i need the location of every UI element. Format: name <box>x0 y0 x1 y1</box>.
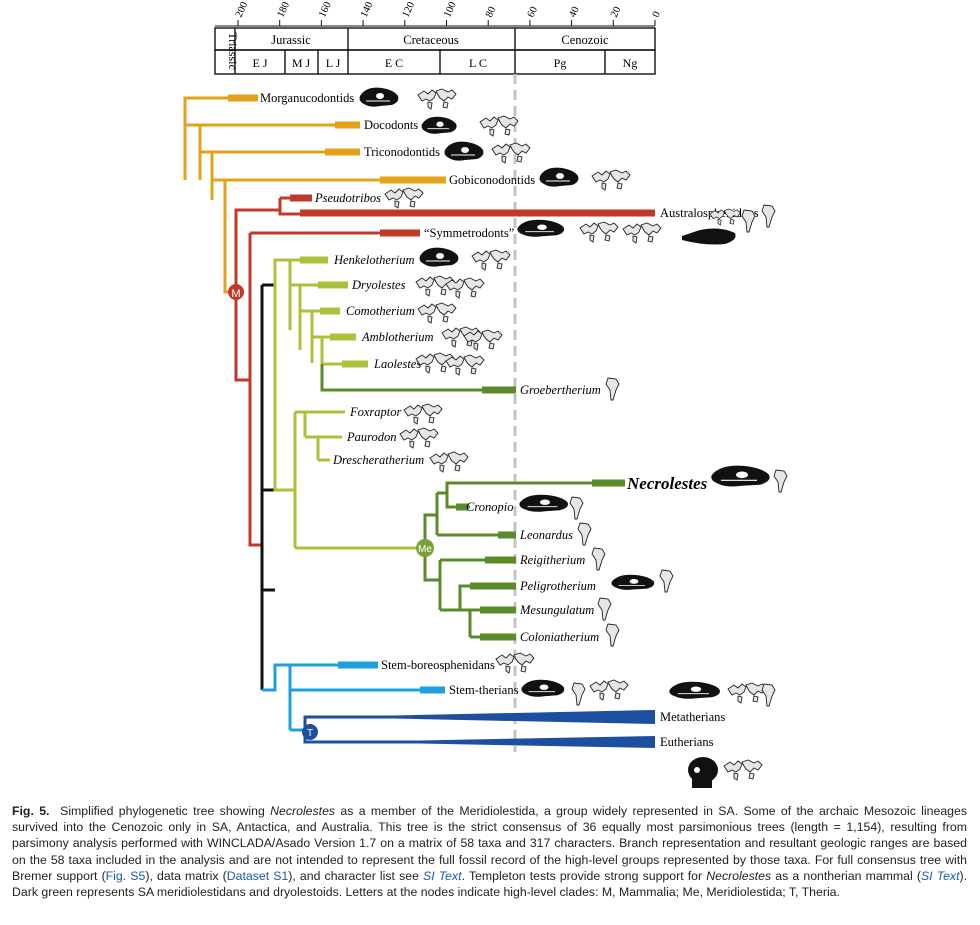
label-coloniatherium: Coloniatherium <box>520 630 599 644</box>
svg-text:Me: Me <box>418 544 432 555</box>
epoch-pg: Pg <box>554 56 567 70</box>
label-comotherium: Comotherium <box>346 304 415 318</box>
label-necrolestes: Necrolestes <box>626 474 708 493</box>
label-eutherians: Eutherians <box>660 735 714 749</box>
node-t: T <box>302 724 318 740</box>
label-amblotherium: Amblotherium <box>361 330 434 344</box>
dataset-s1-link[interactable]: Dataset S1 <box>226 868 289 883</box>
timescale-tick-label: 40 <box>567 5 581 19</box>
label-reigitherium: Reigitherium <box>519 553 585 567</box>
label-gobiconodontids: Gobiconodontids <box>449 173 535 187</box>
timescale-tick-label: 160 <box>317 0 334 19</box>
node-m: M <box>228 284 244 300</box>
label-stem-therians: Stem-therians <box>449 683 519 697</box>
label-mesungulatum: Mesungulatum <box>519 603 594 617</box>
epoch-ng: Ng <box>623 56 638 70</box>
epoch-mj: M J <box>292 56 311 70</box>
triassic-label: Triassic <box>226 32 240 70</box>
timescale-epoch-row <box>214 49 656 75</box>
node-me: Me <box>416 539 434 557</box>
timescale-tick-label: 20 <box>609 5 623 19</box>
label-morganucodontids: Morganucodontids <box>260 91 354 105</box>
timescale-tick-label: 200 <box>234 0 251 19</box>
label-foxraptor: Foxraptor <box>349 405 402 419</box>
timescale-tick-label: 60 <box>526 5 540 19</box>
svg-text:M: M <box>231 288 240 300</box>
label-cronopio: Cronopio <box>466 500 513 514</box>
label-metatherians: Metatherians <box>660 710 725 724</box>
taxon-icons <box>359 87 788 788</box>
epoch-ec: E C <box>385 56 403 70</box>
label-peligrotherium: Peligrotherium <box>519 579 596 593</box>
label-pseudotribos: Pseudotribos <box>314 191 381 205</box>
human-skull-silhouette <box>688 757 718 788</box>
period-cretaceous: Cretaceous <box>403 33 459 47</box>
label-henkelotherium: Henkelotherium <box>333 253 415 267</box>
label-leonardus: Leonardus <box>519 528 573 542</box>
si-text-link-2[interactable]: SI Text <box>920 868 960 883</box>
label-laolestes: Laolestes <box>373 357 421 371</box>
label-symmetrodonts: “Symmetrodonts” <box>424 226 514 240</box>
timescale-tick-label: 80 <box>484 5 498 19</box>
label-stem-boreosphenidans: Stem-boreosphenidans <box>381 658 495 672</box>
period-cenozoic: Cenozoic <box>561 33 609 47</box>
epoch-ej: E J <box>253 56 268 70</box>
taxon-labels: Morganucodontids Docodonts Triconodontid… <box>260 91 759 749</box>
svg-text:T: T <box>307 728 313 739</box>
figure-caption: Fig. 5. Simplified phylogenetic tree sho… <box>12 804 967 900</box>
timescale-tick-label: 120 <box>401 0 418 19</box>
timescale-tick-label: 140 <box>359 0 376 19</box>
timescale-tick-label: 0 <box>651 10 663 19</box>
fig-s5-link[interactable]: Fig. S5 <box>105 868 146 883</box>
label-triconodontids: Triconodontids <box>364 145 440 159</box>
label-drescheratherium: Drescheratherium <box>332 453 424 467</box>
timescale-tick-label: 180 <box>275 0 292 19</box>
caption-label: Fig. 5. <box>12 804 50 818</box>
epoch-lj: L J <box>326 56 341 70</box>
period-jurassic: Jurassic <box>271 33 311 47</box>
label-groebertherium: Groebertherium <box>520 383 601 397</box>
label-australosphenidans: Australosphenidans <box>660 206 759 220</box>
tree-branches <box>183 94 655 748</box>
label-paurodon: Paurodon <box>346 430 397 444</box>
platypus-silhouette <box>682 228 736 245</box>
label-dryolestes: Dryolestes <box>351 278 406 292</box>
label-docodonts: Docodonts <box>364 118 418 132</box>
timescale-tick-label: 100 <box>442 0 459 19</box>
si-text-link[interactable]: SI Text <box>423 868 462 883</box>
epoch-lc: L C <box>469 56 487 70</box>
